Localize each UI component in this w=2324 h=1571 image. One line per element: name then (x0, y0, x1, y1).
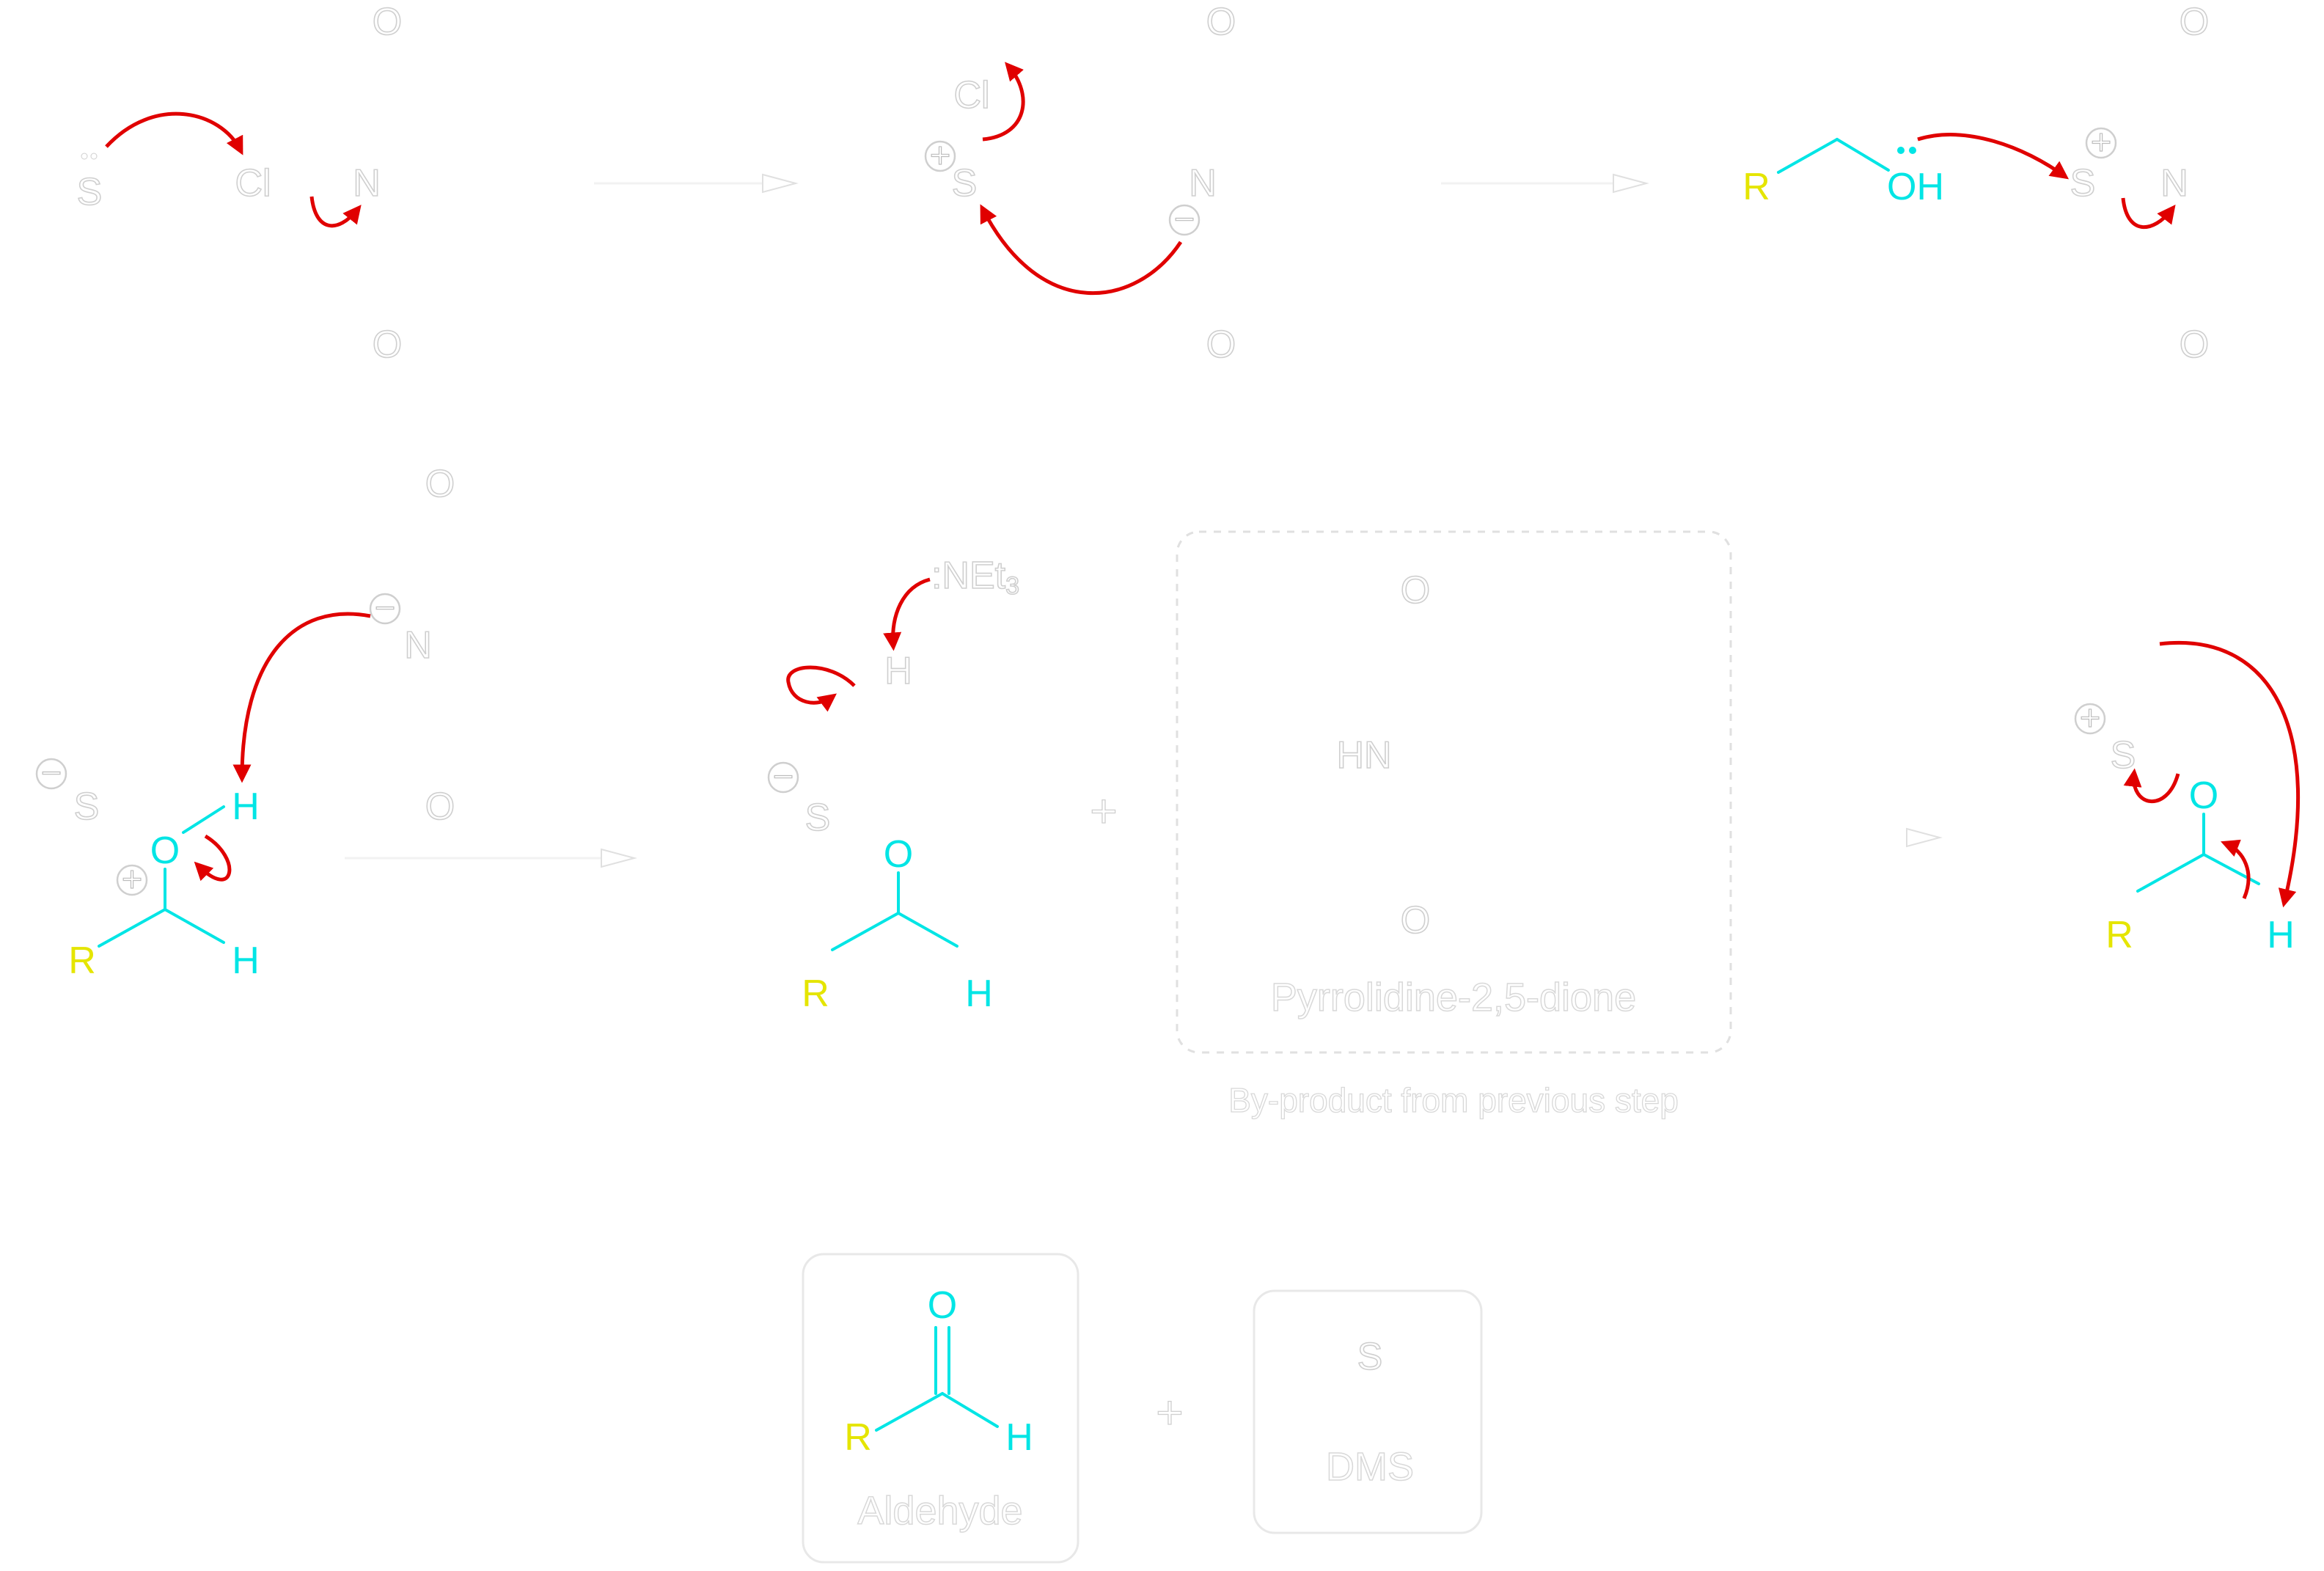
electron-arrow (309, 196, 362, 228)
plus-sign: + (1154, 1391, 1185, 1433)
lone-pair-dot (1909, 147, 1916, 154)
alkoxysulfonium-intermediate: S − O H + R H (7, 714, 260, 982)
carbonyl-oxygen-atom: O (1401, 569, 1430, 612)
charge-sign: + (120, 863, 144, 895)
nh-group: HN (1336, 734, 1391, 777)
reaction-arrow (1906, 827, 1943, 848)
dms-label: DMS (1326, 1445, 1414, 1489)
sulfur-atom: S (805, 797, 831, 839)
electron-arrow (232, 612, 371, 783)
hydrogen-atom: H (965, 973, 993, 1015)
oxygen-atom: O (884, 833, 913, 876)
dms-product-box: S DMS (1253, 1289, 1483, 1534)
electron-arrow (194, 834, 232, 882)
n-chlorosuccinimide: Cl N O O (235, 0, 513, 367)
carbonyl-oxygen-atom: O (425, 463, 455, 505)
carbonyl-oxygen-atom: O (373, 1, 402, 43)
electron-arrow (105, 111, 243, 155)
positive-charge (116, 864, 148, 896)
reaction-arrow (594, 173, 799, 194)
hydrogen-atom: H (232, 786, 260, 828)
sulfur-ylide-intermediate: S + O R H (2041, 644, 2295, 956)
electron-arrow (786, 665, 856, 712)
oxygen-atom: O (2189, 774, 2218, 817)
positive-charge (924, 140, 956, 172)
alkoxysulfonium-ylide-precursor: S H − O R H (736, 649, 993, 1015)
carbonyl-oxygen-atom: O (2180, 323, 2209, 366)
charge-sign: − (1173, 202, 1196, 235)
carbonyl-oxygen-atom: O (1206, 1, 1236, 43)
reaction-arrow (345, 848, 637, 868)
negative-charge (35, 758, 67, 790)
charge-sign: − (771, 760, 795, 792)
sulfur-atom: S (2111, 734, 2136, 777)
electron-arrow (1917, 133, 2070, 180)
r-group: R (2105, 914, 2133, 956)
triethylamine-label: :NEt3 (931, 554, 1019, 600)
electron-arrow (2221, 839, 2251, 899)
charge-sign: + (2089, 125, 2113, 158)
succinimide-anion: N O O − (369, 462, 566, 829)
hydrogen-atom: H (232, 940, 260, 982)
reaction-arrow (1441, 173, 1649, 194)
charge-sign: − (40, 756, 63, 788)
lone-pair-dot (1897, 147, 1905, 154)
hydrogen-atom: H (884, 650, 912, 692)
electron-arrow (2123, 768, 2180, 804)
positive-charge (2085, 127, 2117, 159)
carbonyl-oxygen-atom: O (1206, 323, 1236, 366)
plus-sign: + (1088, 789, 1119, 832)
nitrogen-atom: N (1189, 162, 1217, 205)
charge-sign: + (928, 139, 952, 171)
chlorine-atom: Cl (953, 74, 989, 117)
aldehyde-label: Aldehyde (857, 1489, 1022, 1533)
negative-charge (767, 761, 799, 794)
electron-arrow (883, 577, 931, 651)
carbonyl-oxygen-atom: O (2180, 1, 2209, 43)
triethylamine-base: :NEt3 (931, 554, 1020, 601)
negative-charge (369, 593, 401, 625)
nitrogen-atom: N (2160, 162, 2188, 205)
lone-pair-dot (81, 153, 88, 160)
succinimide-anion: N O O − (1168, 0, 1351, 367)
aldehyde-product-box: O R H Aldehyde (802, 1253, 1079, 1564)
electron-arrow (982, 62, 1025, 142)
sulfur-atom: S (2070, 162, 2096, 205)
byproduct-box: HN O O Pyrrolidine-2,5-dione (1176, 530, 1732, 1054)
r-group: R (802, 973, 829, 1015)
hydrogen-atom: H (1005, 1416, 1033, 1459)
sulfur-atom: S (74, 786, 100, 828)
primary-alcohol: R OH (1742, 138, 1944, 208)
electron-arrow (2121, 197, 2176, 229)
sulfur-atom: S (952, 162, 978, 205)
byproduct-caption: By-product from previous step (1228, 1081, 1679, 1119)
lone-pair-dot (90, 153, 98, 160)
chlorodimethylsulfonium: S Cl + (897, 73, 1057, 229)
electron-arrow (980, 204, 1183, 296)
chlorine-atom: Cl (235, 162, 271, 205)
negative-charge (1168, 204, 1201, 236)
r-group: R (1742, 166, 1770, 208)
oxygen-atom: O (928, 1284, 957, 1327)
electron-arrow (2159, 641, 2300, 908)
positive-charge (2074, 703, 2106, 735)
carbonyl-oxygen-atom: O (1401, 899, 1430, 942)
sulfur-atom: S (77, 171, 103, 213)
carbonyl-oxygen-atom: O (425, 786, 455, 828)
r-group: R (68, 940, 96, 982)
hydroxyl-group: OH (1887, 166, 1944, 208)
byproduct-name: Pyrrolidine-2,5-dione (1271, 975, 1636, 1019)
dimethylsulfonium-succinimide: S + N O O (2037, 0, 2312, 367)
charge-sign: + (2078, 701, 2102, 733)
hydrogen-atom: H (2267, 914, 2295, 956)
dimethyl-sulfide-reactant: S (6, 153, 163, 229)
r-group: R (844, 1416, 872, 1459)
sulfur-atom: S (1357, 1336, 1383, 1378)
charge-sign: − (373, 591, 397, 623)
nitrogen-atom: N (353, 162, 381, 205)
oxygen-atom: O (150, 830, 180, 872)
nitrogen-atom: N (404, 624, 432, 667)
carbonyl-oxygen-atom: O (373, 323, 402, 366)
